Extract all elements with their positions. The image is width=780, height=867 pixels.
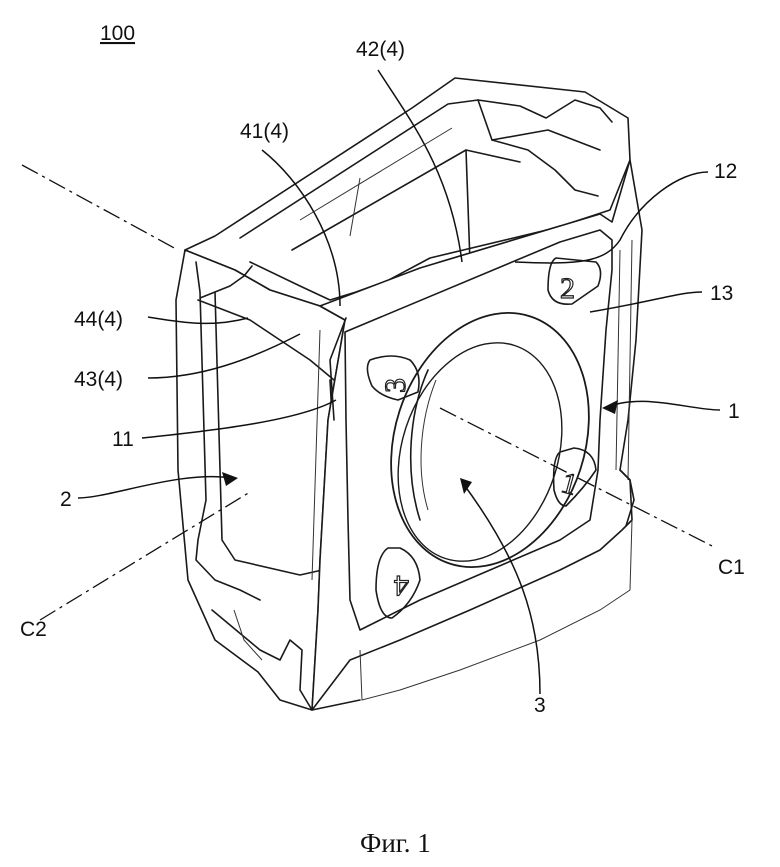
label-44: 44(4)	[74, 308, 123, 331]
axis-c2-line-upper	[22, 165, 178, 250]
label-2: 2	[60, 488, 72, 511]
label-13: 13	[710, 282, 733, 305]
face-number-2: 2	[560, 272, 575, 305]
label-42: 42(4)	[356, 38, 405, 61]
label-3: 3	[534, 694, 546, 717]
figure-reference-number: 100	[100, 22, 135, 45]
figure-caption: Фиг. 1	[360, 828, 431, 858]
face-number-4: 4	[394, 569, 409, 602]
face-number-3: 3	[379, 378, 412, 393]
label-43: 43(4)	[74, 368, 123, 391]
label-12: 12	[714, 160, 737, 183]
label-1: 1	[728, 400, 740, 423]
label-c1: C1	[718, 556, 745, 579]
label-41: 41(4)	[240, 120, 289, 143]
label-c2: C2	[20, 618, 47, 641]
label-11: 11	[112, 428, 134, 451]
